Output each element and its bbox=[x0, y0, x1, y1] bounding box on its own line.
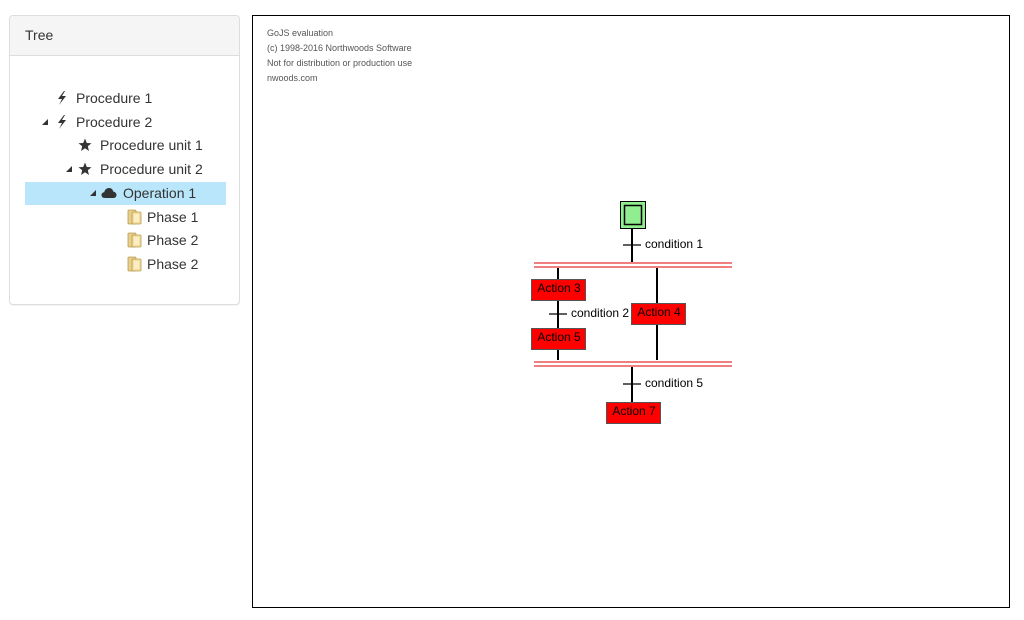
gojs-watermark: GoJS evaluation (c) 1998-2016 Northwoods… bbox=[267, 26, 412, 86]
action-4[interactable] bbox=[631, 303, 686, 325]
parallel-split-bar bbox=[534, 262, 732, 268]
tree-node-procedure-1[interactable]: Procedure 1 bbox=[25, 87, 225, 110]
tree-node-procedure-2[interactable]: Procedure 2 bbox=[25, 111, 225, 134]
tree-panel-title: Tree bbox=[10, 16, 239, 56]
action-7[interactable] bbox=[606, 402, 661, 424]
tree-node-label: Phase 1 bbox=[147, 209, 199, 225]
tree-node-phase-2b[interactable]: Phase 2 bbox=[25, 253, 225, 276]
action-7-label: Action 7 bbox=[612, 404, 656, 418]
bolt-icon bbox=[55, 115, 69, 129]
star-icon bbox=[78, 162, 92, 176]
tree-node-phase-1[interactable]: Phase 1 bbox=[25, 206, 225, 229]
watermark-line: Not for distribution or production use bbox=[267, 58, 413, 68]
cloud-icon bbox=[101, 186, 117, 200]
condition-5-label: condition 5 bbox=[645, 376, 704, 390]
tree-node-label: Procedure unit 2 bbox=[100, 161, 203, 177]
watermark-line: GoJS evaluation bbox=[267, 28, 334, 38]
initial-step[interactable] bbox=[620, 201, 646, 229]
tree-node-label: Phase 2 bbox=[147, 232, 199, 248]
action-3-label: Action 3 bbox=[537, 281, 581, 295]
sfc-diagram-canvas[interactable]: GoJS evaluation (c) 1998-2016 Northwoods… bbox=[252, 15, 1010, 608]
star-icon bbox=[78, 138, 92, 152]
condition-2-label: condition 2 bbox=[571, 306, 630, 320]
condition-1-label: condition 1 bbox=[645, 237, 704, 251]
folder-icon bbox=[126, 209, 142, 225]
tree-node-phase-2[interactable]: Phase 2 bbox=[25, 229, 225, 252]
action-3[interactable] bbox=[531, 279, 586, 301]
action-5-label: Action 5 bbox=[537, 330, 581, 344]
expand-toggle-icon[interactable] bbox=[66, 166, 72, 172]
watermark-line: nwoods.com bbox=[267, 73, 318, 83]
watermark-line: (c) 1998-2016 Northwoods Software bbox=[267, 43, 412, 53]
tree-node-label: Procedure unit 1 bbox=[100, 137, 203, 153]
sfc-chart bbox=[531, 201, 732, 424]
bolt-icon bbox=[55, 91, 69, 105]
action-5[interactable] bbox=[531, 328, 586, 350]
tree-node-label: Procedure 1 bbox=[76, 90, 153, 106]
tree-node-procedure-unit-2[interactable]: Procedure unit 2 bbox=[25, 158, 225, 181]
tree-node-label: Operation 1 bbox=[123, 185, 197, 201]
folder-icon bbox=[126, 256, 142, 272]
tree-node-label: Procedure 2 bbox=[76, 114, 153, 130]
tree-node-operation-1[interactable]: Operation 1 bbox=[25, 182, 226, 205]
action-4-label: Action 4 bbox=[637, 305, 681, 319]
tree-node-procedure-unit-1[interactable]: Procedure unit 1 bbox=[25, 134, 225, 157]
parallel-join-bar bbox=[534, 361, 732, 367]
expand-toggle-icon[interactable] bbox=[42, 119, 48, 125]
expand-toggle-icon[interactable] bbox=[90, 190, 96, 196]
tree-panel: Tree Procedure 1 Procedure 2 Procedure u… bbox=[9, 15, 240, 305]
tree-node-label: Phase 2 bbox=[147, 256, 199, 272]
folder-icon bbox=[126, 232, 142, 248]
